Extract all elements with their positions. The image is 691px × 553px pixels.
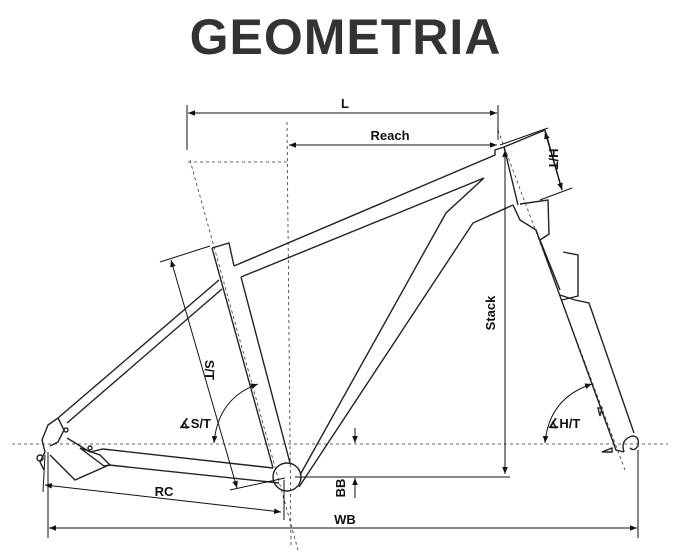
head-tube-angle-label: ∡H/T [548, 416, 581, 431]
head-tube-label: H/T [546, 149, 561, 170]
seat-tube-label: S/T [202, 360, 217, 380]
bb-label: BB [333, 479, 348, 498]
wb-label: WB [334, 512, 356, 527]
dimension-lines [42, 105, 639, 538]
bike-frame [36, 129, 640, 492]
rc-label: RC [155, 484, 174, 499]
page-title: GEOMETRIA [189, 9, 502, 65]
seat-tube-angle-label: ∡S/T [179, 416, 211, 431]
reach-label: Reach [370, 128, 409, 143]
stack-label: Stack [483, 295, 498, 330]
l-label: L [341, 96, 349, 111]
